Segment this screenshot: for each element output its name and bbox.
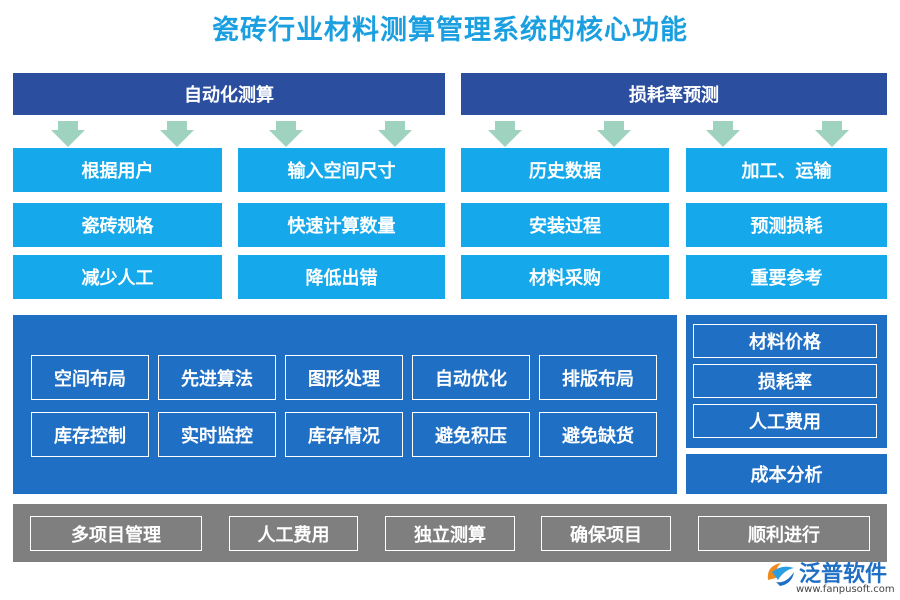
- grid-cell: 加工、运输: [686, 148, 887, 192]
- grid-cell: 材料采购: [461, 255, 669, 299]
- grid-cell: 重要参考: [686, 255, 887, 299]
- feature-box: 图形处理: [285, 355, 403, 400]
- grid-cell: 瓷砖规格: [13, 203, 222, 247]
- grid-cell: 安装过程: [461, 203, 669, 247]
- grid-cell: 输入空间尺寸: [238, 148, 445, 192]
- arrow-down-icon: [51, 121, 85, 147]
- feature-box: 空间布局: [31, 355, 149, 400]
- feature-box: 库存控制: [31, 412, 149, 457]
- arrow-down-icon: [378, 121, 412, 147]
- features-panel: [13, 315, 677, 494]
- grid-cell: 历史数据: [461, 148, 669, 192]
- cost-analysis: 成本分析: [686, 454, 887, 494]
- arrow-down-icon: [269, 121, 303, 147]
- cost-item: 人工费用: [693, 404, 877, 438]
- feature-box: 库存情况: [285, 412, 403, 457]
- feature-box: 避免缺货: [539, 412, 657, 457]
- grid-cell: 降低出错: [238, 255, 445, 299]
- feature-box: 排版布局: [539, 355, 657, 400]
- grid-cell: 减少人工: [13, 255, 222, 299]
- grid-cell: 根据用户: [13, 148, 222, 192]
- page-title: 瓷砖行业材料测算管理系统的核心功能: [212, 15, 688, 46]
- arrow-down-icon: [815, 121, 849, 147]
- arrow-down-icon: [706, 121, 740, 147]
- cost-item: 损耗率: [693, 364, 877, 398]
- bottom-item: 多项目管理: [30, 516, 202, 551]
- logo-icon: [767, 563, 794, 586]
- bottom-item: 顺利进行: [698, 516, 870, 551]
- watermark-url: www.fanpusoft.com: [796, 584, 895, 595]
- feature-box: 先进算法: [158, 355, 276, 400]
- cost-panel: [686, 315, 887, 448]
- bottom-item: 独立测算: [385, 516, 515, 551]
- feature-box: 实时监控: [158, 412, 276, 457]
- bottom-item: 确保项目: [541, 516, 671, 551]
- grid-cell: 预测损耗: [686, 203, 887, 247]
- arrow-down-icon: [597, 121, 631, 147]
- header-auto-calc: 自动化测算: [13, 73, 445, 115]
- cost-item: 材料价格: [693, 324, 877, 358]
- arrow-down-icon: [488, 121, 522, 147]
- grid-cell: 快速计算数量: [238, 203, 445, 247]
- arrow-down-icon: [160, 121, 194, 147]
- bottom-item: 人工费用: [229, 516, 358, 551]
- feature-box: 避免积压: [412, 412, 530, 457]
- cost-analysis-label: 成本分析: [750, 465, 823, 486]
- bottom-bar: [13, 504, 887, 562]
- feature-box: 自动优化: [412, 355, 530, 400]
- header-loss-prediction: 损耗率预测: [461, 73, 887, 115]
- watermark-brand: 泛普软件: [799, 562, 888, 587]
